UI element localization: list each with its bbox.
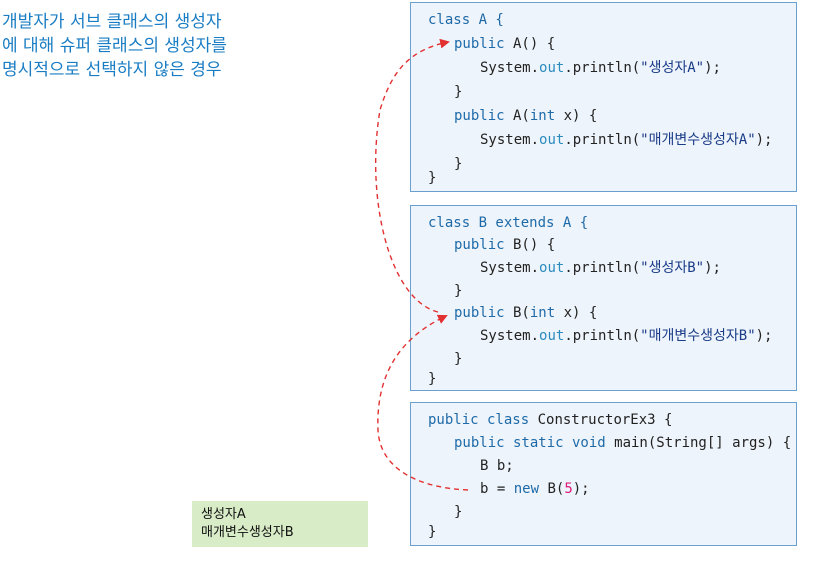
code-text: ); [755,328,773,344]
keyword: public [454,108,505,124]
code-text: ); [704,60,721,76]
code-line: } [454,351,463,367]
class-b-declaration: class B extends A { [428,215,589,231]
string-literal: "생성자B" [640,260,705,276]
code-text: System. [480,260,540,276]
field-name: out [539,60,565,76]
code-text: System. [480,328,540,344]
keyword: public [454,36,505,52]
code-line: } [454,84,463,100]
keyword: public [454,305,505,321]
code-line: class B extends A { [428,214,588,232]
code-text: .println( [564,328,641,344]
code-text: ConstructorEx3 { [529,412,673,428]
class-b-param-constructor: public B(int x) { [454,304,597,322]
code-text: x) { [555,305,598,321]
output-line: 생성자A [201,507,246,522]
console-output-box: 생성자A 매개변수생성자B [192,501,368,547]
field-name: out [539,328,565,344]
code-text: ); [704,260,721,276]
code-text: .println( [564,260,641,276]
keyword: new [513,481,540,497]
keyword: public static void [454,435,606,451]
code-text: B() { [504,237,556,253]
code-line: } [454,504,463,520]
code-text: System. [480,60,540,76]
code-text: A() { [504,36,556,52]
code-text: ); [572,481,590,497]
code-text: .println( [564,132,641,148]
code-line: class A { [428,11,504,29]
code-text: B( [539,481,565,497]
class-a-default-constructor: public A() { [454,35,555,53]
code-line: } [454,283,463,299]
code-text: System. [480,132,540,148]
code-text: main(String[] args) { [605,435,792,451]
code-line: System.out.println("생성자B"); [480,259,721,277]
caption-line: 에 대해 슈퍼 클래스의 생성자를 [2,36,227,56]
code-text: x) { [555,108,598,124]
keyword: int [529,108,556,124]
code-text: ); [755,132,773,148]
string-literal: "생성자A" [640,60,705,76]
code-line: System.out.println("매개변수생성자A"); [480,131,772,149]
code-line: B b; [480,458,514,474]
number-literal: 5 [564,481,573,497]
class-a-param-constructor: public A(int x) { [454,107,597,125]
string-literal: "매개변수생성자B" [640,328,756,344]
output-line: 매개변수생성자B [201,525,294,540]
class-b-default-constructor: public B() { [454,236,555,254]
new-b-statement: b = new B(5); [480,480,590,498]
code-text: b = [480,481,514,497]
class-a-declaration: class A { [428,12,504,28]
keyword: int [529,305,556,321]
main-method-declaration: public static void main(String[] args) { [454,434,791,452]
code-line: System.out.println("매개변수생성자B"); [480,327,772,345]
main-class-code-box: public class ConstructorEx3 { public sta… [410,402,797,546]
keyword: public [454,237,505,253]
string-literal: "매개변수생성자A" [640,132,756,148]
code-line: System.out.println("생성자A"); [480,59,721,77]
caption-line: 명시적으로 선택하지 않은 경우 [2,60,222,80]
keyword: public class [428,412,530,428]
code-text: .println( [564,60,641,76]
main-class-declaration: public class ConstructorEx3 { [428,411,672,429]
code-line: } [454,156,463,172]
explanation-caption: 개발자가 서브 클래스의 생성자 에 대해 슈퍼 클래스의 생성자를 명시적으로… [2,10,332,82]
code-line: } [428,371,437,387]
code-line: } [428,170,437,186]
code-text: B( [504,305,530,321]
caption-line: 개발자가 서브 클래스의 생성자 [2,12,222,32]
field-name: out [539,132,565,148]
class-a-code-box: class A { public A() { System.out.printl… [410,2,797,192]
field-name: out [539,260,565,276]
code-line: } [428,524,437,540]
class-b-code-box: class B extends A { public B() { System.… [410,205,797,391]
code-text: A( [504,108,530,124]
